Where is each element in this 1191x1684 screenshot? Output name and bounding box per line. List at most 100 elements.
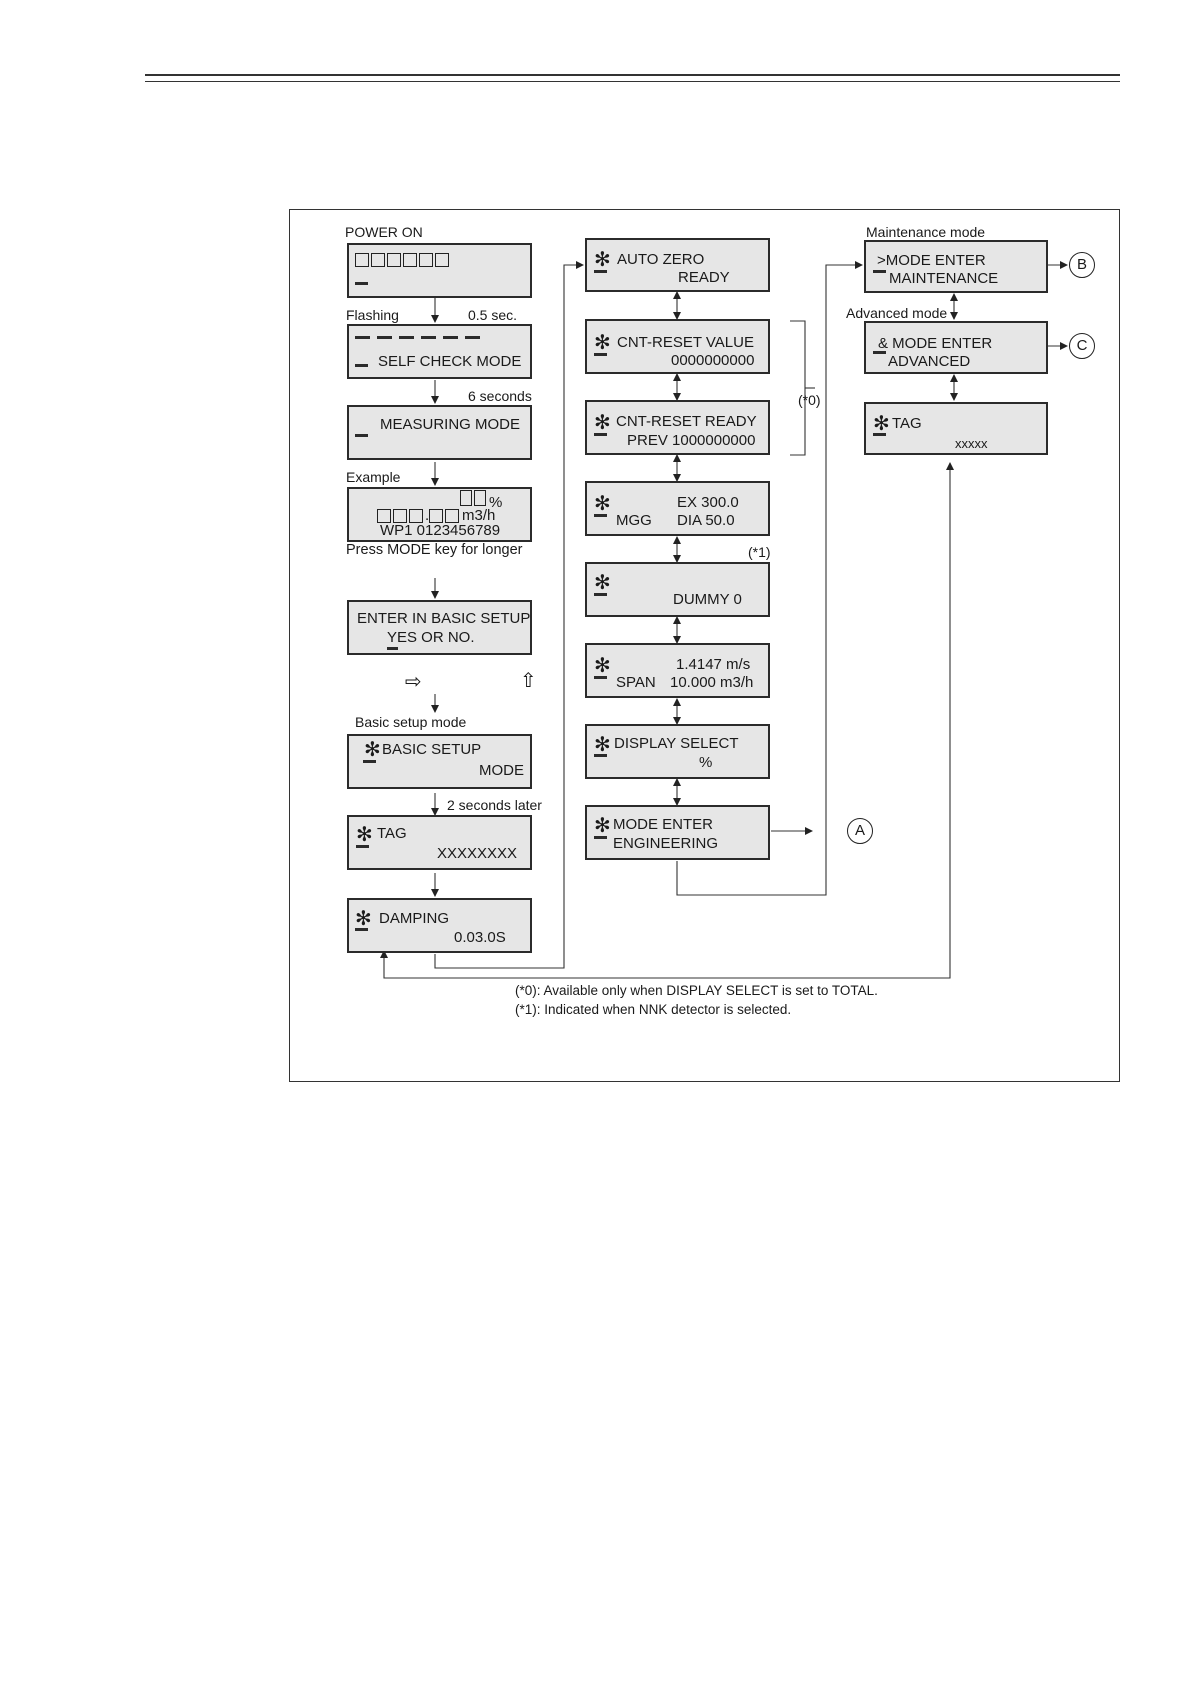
screen-self-check: SELF CHECK MODE xyxy=(347,324,532,379)
cursor xyxy=(873,433,886,436)
note-ref-0: (*0) xyxy=(798,392,821,408)
span-value: 10.000 m3/h xyxy=(670,674,754,691)
damping-line1: DAMPING xyxy=(379,910,450,927)
cursor xyxy=(355,282,368,285)
cursor xyxy=(594,353,607,356)
mgg-label: MGG xyxy=(616,512,652,529)
tag-advanced-line1: TAG xyxy=(892,415,922,432)
dash-segment xyxy=(465,336,480,339)
label-example: Example xyxy=(346,469,401,485)
connector-a: A xyxy=(847,818,873,844)
screen-display-select: ✻ DISPLAY SELECT % xyxy=(585,724,770,779)
auto-zero-line1: AUTO ZERO xyxy=(617,251,705,268)
dash-segment xyxy=(377,336,392,339)
header-rule-top xyxy=(145,74,1120,76)
basic-setup-line2: MODE xyxy=(479,762,524,779)
connector-b: B xyxy=(1069,252,1095,278)
footnote-1: (*1): Indicated when NNK detector is sel… xyxy=(515,1002,792,1017)
label-press-mode: Press MODE key for longer xyxy=(346,542,523,558)
cursor xyxy=(387,647,398,650)
mode-advanced-line1: & MODE ENTER xyxy=(878,335,993,352)
self-check-line2: SELF CHECK MODE xyxy=(378,353,522,370)
cnt-reset-value-line1: CNT-RESET VALUE xyxy=(617,334,754,351)
screen-measuring: MEASURING MODE xyxy=(347,405,532,460)
screen-span: ✻ 1.4147 m/s SPAN 10.000 m3/h xyxy=(585,643,770,698)
header-rule-bottom xyxy=(145,81,1120,82)
label-half-second: 0.5 sec. xyxy=(468,307,518,323)
example-digits: . xyxy=(377,507,461,524)
dash-segment xyxy=(443,336,458,339)
star-icon: ✻ xyxy=(594,410,611,434)
diagram-frame xyxy=(289,209,1120,1082)
span-line1: 1.4147 m/s xyxy=(676,656,751,673)
label-flashing: Flashing xyxy=(346,307,399,323)
up-arrow-key-icon: ⇧ xyxy=(520,668,537,692)
screen-damping: ✻ DAMPING 0.03.0S xyxy=(347,898,532,953)
right-arrow-key-icon: ⇨ xyxy=(405,669,422,693)
screen-mode-engineering: ✻ MODE ENTER ENGINEERING xyxy=(585,805,770,860)
star-icon: ✻ xyxy=(594,653,611,677)
tag-line1: TAG xyxy=(377,825,407,842)
dash-segment xyxy=(399,336,414,339)
display-select-line2: % xyxy=(699,754,713,771)
label-six-seconds: 6 seconds xyxy=(468,388,532,404)
cursor xyxy=(873,351,886,354)
measuring-line1: MEASURING MODE xyxy=(380,416,521,433)
ex-line1: EX 300.0 xyxy=(677,494,739,511)
example-unit: m3/h xyxy=(462,507,496,524)
power-on-squares xyxy=(355,251,451,268)
display-select-line1: DISPLAY SELECT xyxy=(614,735,739,752)
screen-cnt-reset-value: ✻ CNT-RESET VALUE 0000000000 xyxy=(585,319,770,374)
star-icon: ✻ xyxy=(594,813,611,837)
star-icon: ✻ xyxy=(873,411,890,435)
star-icon: ✻ xyxy=(594,570,611,594)
footnote-0: (*0): Available only when DISPLAY SELECT… xyxy=(515,983,878,998)
screen-power-on xyxy=(347,243,532,298)
screen-mode-advanced: & MODE ENTER ADVANCED xyxy=(864,321,1048,374)
label-power-on: POWER ON xyxy=(345,224,423,240)
basic-setup-line1: BASIC SETUP xyxy=(382,741,482,758)
mode-maintenance-line1: >MODE ENTER xyxy=(877,252,986,269)
mode-maintenance-line2: MAINTENANCE xyxy=(889,270,999,287)
cursor xyxy=(594,754,607,757)
connector-c: C xyxy=(1069,333,1095,359)
tag-line2: XXXXXXXX xyxy=(437,845,518,862)
cursor xyxy=(363,760,376,763)
star-icon: ✻ xyxy=(594,330,611,354)
dia-value: DIA 50.0 xyxy=(677,512,735,529)
cursor xyxy=(356,845,369,848)
star-icon: ✻ xyxy=(364,737,381,761)
cursor xyxy=(873,270,886,273)
damping-line2: 0.03.0S xyxy=(454,929,506,946)
example-percent: % xyxy=(489,494,503,511)
auto-zero-line2: READY xyxy=(678,269,730,286)
screen-auto-zero: ✻ AUTO ZERO READY xyxy=(585,238,770,292)
label-maintenance-mode: Maintenance mode xyxy=(866,224,986,240)
note-ref-1: (*1) xyxy=(748,544,771,560)
label-basic-setup-mode: Basic setup mode xyxy=(355,714,467,730)
mode-engineering-line1: MODE ENTER xyxy=(613,816,714,833)
dash-segment xyxy=(421,336,436,339)
cursor xyxy=(594,676,607,679)
span-label: SPAN xyxy=(616,674,656,691)
star-icon: ✻ xyxy=(594,247,611,271)
tag-advanced-line2: xxxxx xyxy=(955,436,988,451)
cursor xyxy=(594,836,607,839)
dash-segment xyxy=(355,336,370,339)
cursor xyxy=(594,593,607,596)
mode-advanced-line2: ADVANCED xyxy=(888,353,971,370)
star-icon: ✻ xyxy=(594,732,611,756)
label-advanced-mode: Advanced mode xyxy=(846,305,948,321)
cursor xyxy=(594,514,607,517)
star-icon: ✻ xyxy=(355,906,372,930)
screen-ex-dia: ✻ EX 300.0 MGG DIA 50.0 xyxy=(585,481,770,536)
screen-example: % . m3/h WP1 0123456789 xyxy=(347,487,532,542)
screen-cnt-reset-ready: ✻ CNT-RESET READY PREV 1000000000 xyxy=(585,400,770,455)
cursor xyxy=(355,434,368,437)
label-two-seconds: 2 seconds later xyxy=(447,797,542,813)
example-line3: WP1 0123456789 xyxy=(380,522,501,539)
dummy-line2: DUMMY 0 xyxy=(673,591,742,608)
screen-dummy: ✻ DUMMY 0 xyxy=(585,562,770,617)
star-icon: ✻ xyxy=(594,491,611,515)
